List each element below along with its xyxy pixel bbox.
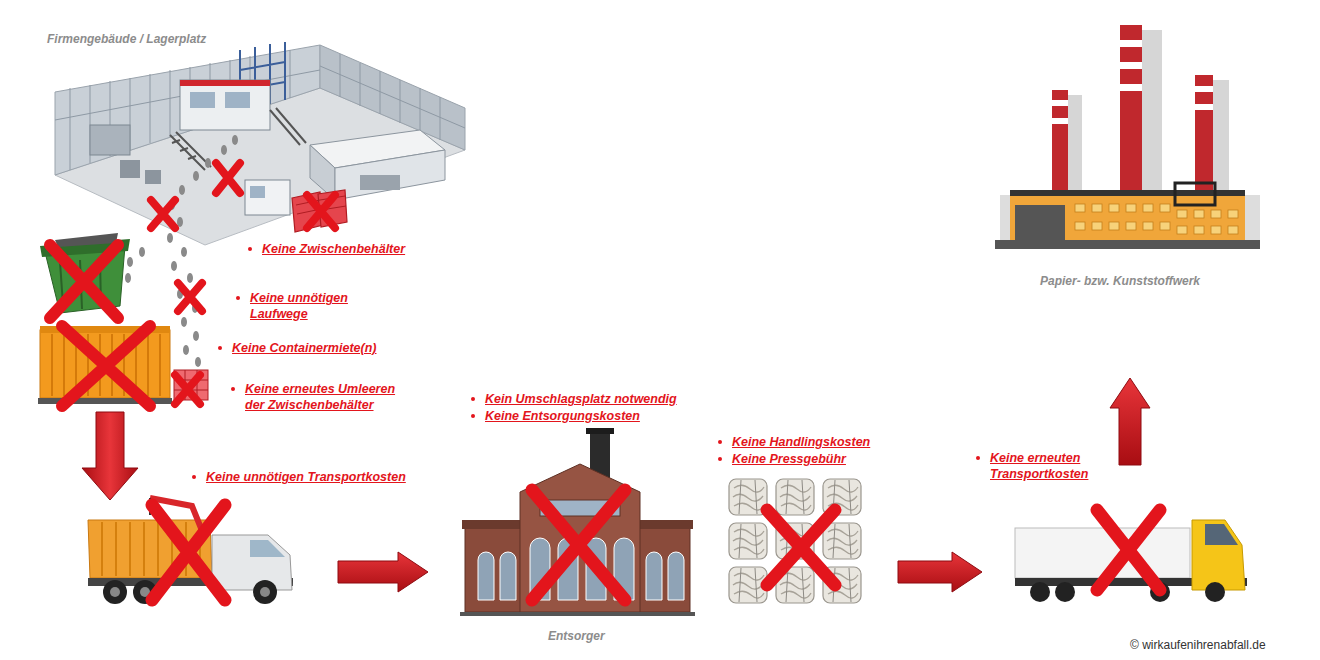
bullet-dot bbox=[248, 247, 252, 251]
bullet-text: Kein Umschlagsplatz notwendig bbox=[485, 391, 677, 407]
truck-node: Keine unnötigen Transportkosten bbox=[85, 490, 338, 605]
bullet-text: Keine unnötigen Laufwege bbox=[250, 290, 362, 322]
company-building bbox=[55, 42, 465, 245]
skip-truck bbox=[88, 498, 293, 604]
bullet-dot bbox=[718, 440, 722, 444]
disposal-plant bbox=[460, 428, 695, 616]
bullet-dot bbox=[471, 397, 475, 401]
bullet-dot bbox=[236, 296, 240, 300]
cross-marks bbox=[50, 163, 1160, 600]
bullet-dot bbox=[718, 457, 722, 461]
lorry-node: Keine erneuten Transportkosten bbox=[982, 465, 1250, 610]
flow-arrow bbox=[898, 552, 982, 592]
bullet-text: Keine erneuten Transportkosten bbox=[990, 450, 1102, 482]
bullet-dot bbox=[231, 387, 235, 391]
bullet-text: Keine Handlingskosten bbox=[732, 434, 870, 450]
bullet-dot bbox=[471, 414, 475, 418]
bullet-text: Keine Pressgebühr bbox=[732, 451, 846, 467]
caption-text: Firmengebäude / Lagerplatz bbox=[47, 31, 206, 47]
flow-arrow bbox=[82, 412, 138, 500]
copyright-text: © wirkaufenihrenabfall.de bbox=[1130, 637, 1266, 653]
bales-node: Keine HandlingskostenKeine Pressgebühr bbox=[722, 472, 898, 612]
flow-arrow bbox=[338, 552, 428, 592]
bullet-text: Keine Zwischenbehälter bbox=[262, 241, 405, 257]
bullet-dot bbox=[218, 346, 222, 350]
paper-bales bbox=[729, 479, 861, 603]
bullet-text: Keine erneutes Umleeren der Zwischenbehä… bbox=[245, 381, 417, 413]
bullet-dot bbox=[192, 475, 196, 479]
bullet-text: Keine Containermiete(n) bbox=[232, 340, 376, 356]
recycling-plant bbox=[995, 25, 1260, 249]
building-node: Firmengebäude / Lagerplatz bbox=[45, 28, 465, 238]
caption-text: Papier- bzw. Kunststoffwerk bbox=[1040, 273, 1200, 289]
disposal-node: Kein Umschlagsplatz notwendigKeine Entso… bbox=[428, 428, 700, 618]
caption-text: Entsorger bbox=[548, 628, 605, 644]
bullet-text: Keine unnötigen Transportkosten bbox=[206, 469, 406, 485]
flow-arrow bbox=[1110, 378, 1150, 465]
bullet-dot bbox=[976, 456, 980, 460]
bullet-text: Keine Entsorgungskosten bbox=[485, 408, 640, 424]
plant-node: Papier- bzw. Kunststoffwerk bbox=[990, 22, 1265, 378]
